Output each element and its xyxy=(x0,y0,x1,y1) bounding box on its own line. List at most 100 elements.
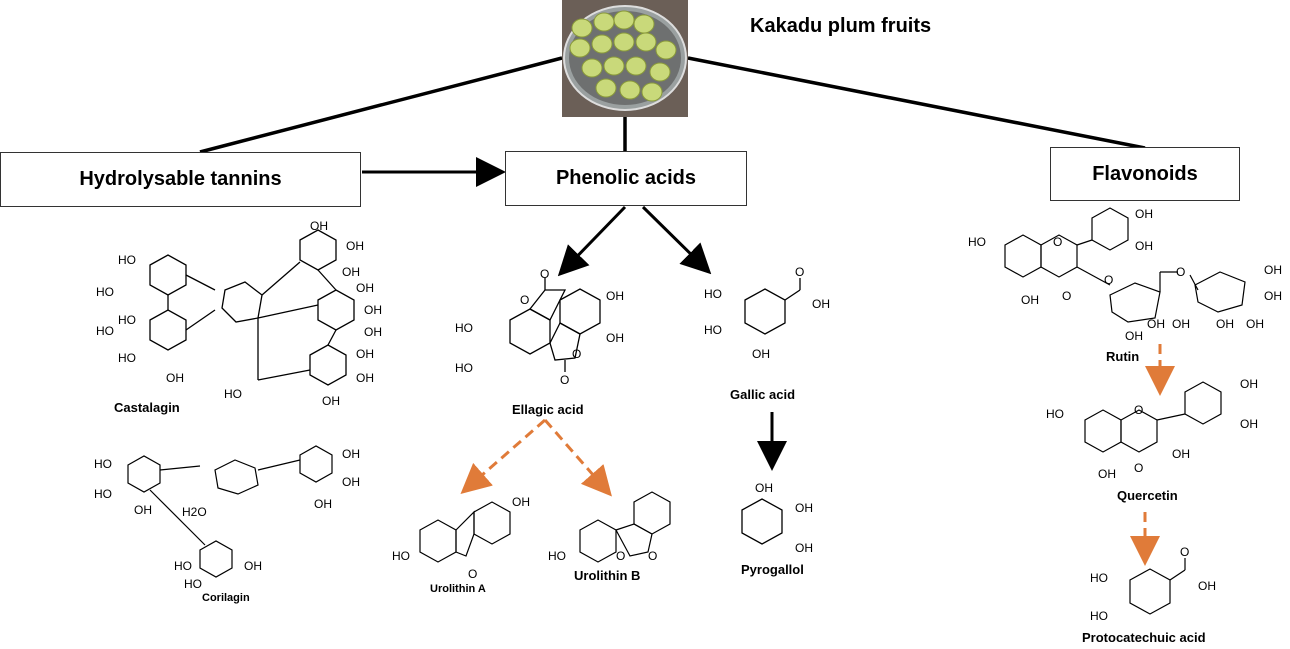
svg-text:OH: OH xyxy=(1135,207,1153,221)
svg-text:OH: OH xyxy=(244,559,262,573)
caption-pyrogallol: Pyrogallol xyxy=(741,562,804,577)
svg-text:OH: OH xyxy=(1172,447,1190,461)
svg-text:OH: OH xyxy=(346,239,364,253)
svg-text:OH: OH xyxy=(1172,317,1190,331)
caption-corilagin: Corilagin xyxy=(202,592,250,604)
corilagin-structure xyxy=(127,445,333,578)
svg-text:HO: HO xyxy=(548,549,566,563)
svg-text:HO: HO xyxy=(94,487,112,501)
quercetin-structure xyxy=(1084,381,1222,453)
gallic-acid-structure xyxy=(744,278,801,335)
castalagin-structure xyxy=(149,229,355,386)
svg-text:OH: OH xyxy=(795,501,813,515)
svg-text:HO: HO xyxy=(1090,609,1108,623)
svg-text:O: O xyxy=(1104,273,1113,287)
svg-text:O: O xyxy=(648,549,657,563)
svg-text:H2O: H2O xyxy=(182,505,207,519)
svg-text:OH: OH xyxy=(1264,289,1282,303)
caption-urolithin-a: Urolithin A xyxy=(430,583,486,595)
protocatechuic-structure xyxy=(1129,558,1186,615)
svg-text:OH: OH xyxy=(356,347,374,361)
fruit-photo xyxy=(562,0,688,117)
svg-text:HO: HO xyxy=(968,235,986,249)
category-phenolic-acids: Phenolic acids xyxy=(505,151,747,206)
svg-text:OH: OH xyxy=(1198,579,1216,593)
svg-text:OH: OH xyxy=(342,265,360,279)
svg-text:OH: OH xyxy=(356,281,374,295)
svg-text:OH: OH xyxy=(1264,263,1282,277)
svg-text:O: O xyxy=(572,347,581,361)
svg-text:OH: OH xyxy=(342,475,360,489)
svg-text:OH: OH xyxy=(356,371,374,385)
svg-text:OH: OH xyxy=(606,331,624,345)
svg-text:OH: OH xyxy=(364,303,382,317)
connector-to-hydrolysable xyxy=(199,56,563,154)
svg-text:OH: OH xyxy=(364,325,382,339)
svg-text:OH: OH xyxy=(512,495,530,509)
svg-text:O: O xyxy=(1134,403,1143,417)
rutin-labels: HO O OH O OH OH O O OH OH OH OH OH OH OH xyxy=(968,207,1282,343)
castalagin-labels: HO HO HO HO HO OH OH OH OH OH OH OH OH O… xyxy=(96,219,382,408)
svg-text:HO: HO xyxy=(94,457,112,471)
svg-text:O: O xyxy=(560,373,569,387)
protocatechuic-labels: O OH HO HO xyxy=(1090,545,1216,623)
svg-text:O: O xyxy=(616,549,625,563)
category-flavonoids: Flavonoids xyxy=(1050,147,1240,201)
caption-quercetin: Quercetin xyxy=(1117,488,1178,503)
svg-text:O: O xyxy=(468,567,477,581)
svg-text:HO: HO xyxy=(96,285,114,299)
ellagic-acid-labels: O O O O HO HO OH OH xyxy=(455,267,624,387)
quercetin-labels: HO O OH O OH OH OH xyxy=(1046,377,1258,481)
svg-text:HO: HO xyxy=(1046,407,1064,421)
caption-urolithin-b: Urolithin B xyxy=(574,568,641,583)
ellagic-acid-structure xyxy=(509,278,601,372)
svg-text:HO: HO xyxy=(184,577,202,591)
svg-text:O: O xyxy=(520,293,529,307)
svg-text:HO: HO xyxy=(1090,571,1108,585)
svg-text:OH: OH xyxy=(752,347,770,361)
caption-protocatechuic-acid: Protocatechuic acid xyxy=(1082,630,1206,645)
svg-text:O: O xyxy=(1176,265,1185,279)
svg-text:O: O xyxy=(1053,235,1062,249)
svg-text:O: O xyxy=(1062,289,1071,303)
svg-text:HO: HO xyxy=(224,387,242,401)
urolithin-a-structure xyxy=(419,501,511,563)
category-hydrolysable-tannins: Hydrolysable tannins xyxy=(0,152,361,207)
svg-text:OH: OH xyxy=(310,219,328,233)
svg-text:O: O xyxy=(540,267,549,281)
svg-text:OH: OH xyxy=(1021,293,1039,307)
svg-text:OH: OH xyxy=(812,297,830,311)
fruit-dish-icon xyxy=(563,5,687,111)
svg-text:OH: OH xyxy=(342,447,360,461)
svg-text:OH: OH xyxy=(1240,377,1258,391)
svg-text:OH: OH xyxy=(795,541,813,555)
dashed-arrow-to-urolithin-b xyxy=(543,419,612,497)
svg-text:HO: HO xyxy=(174,559,192,573)
svg-text:HO: HO xyxy=(118,253,136,267)
svg-text:OH: OH xyxy=(314,497,332,511)
svg-text:HO: HO xyxy=(392,549,410,563)
svg-text:OH: OH xyxy=(606,289,624,303)
caption-gallic-acid: Gallic acid xyxy=(730,387,796,402)
svg-text:OH: OH xyxy=(322,394,340,408)
arrow-to-gallic xyxy=(641,205,712,275)
svg-text:HO: HO xyxy=(96,324,114,338)
svg-text:OH: OH xyxy=(166,371,184,385)
urolithin-b-structure xyxy=(579,491,671,563)
corilagin-labels: HO HO OH OH OH OH H2O HO HO OH xyxy=(94,447,360,591)
gallic-acid-labels: O OH HO HO OH xyxy=(704,265,830,361)
svg-text:O: O xyxy=(795,265,804,279)
urolithin-a-labels: HO OH O xyxy=(392,495,530,581)
caption-rutin: Rutin xyxy=(1106,349,1140,364)
caption-castalagin: Castalagin xyxy=(114,400,180,415)
connector-to-flavonoids xyxy=(687,56,1146,150)
dashed-arrow-to-urolithin-a xyxy=(460,418,546,494)
svg-text:OH: OH xyxy=(1125,329,1143,343)
rutin-structure xyxy=(1004,207,1246,323)
svg-text:OH: OH xyxy=(755,481,773,495)
svg-text:HO: HO xyxy=(455,361,473,375)
diagram-title: Kakadu plum fruits xyxy=(750,15,932,37)
svg-text:O: O xyxy=(1180,545,1189,559)
svg-text:OH: OH xyxy=(1098,467,1116,481)
